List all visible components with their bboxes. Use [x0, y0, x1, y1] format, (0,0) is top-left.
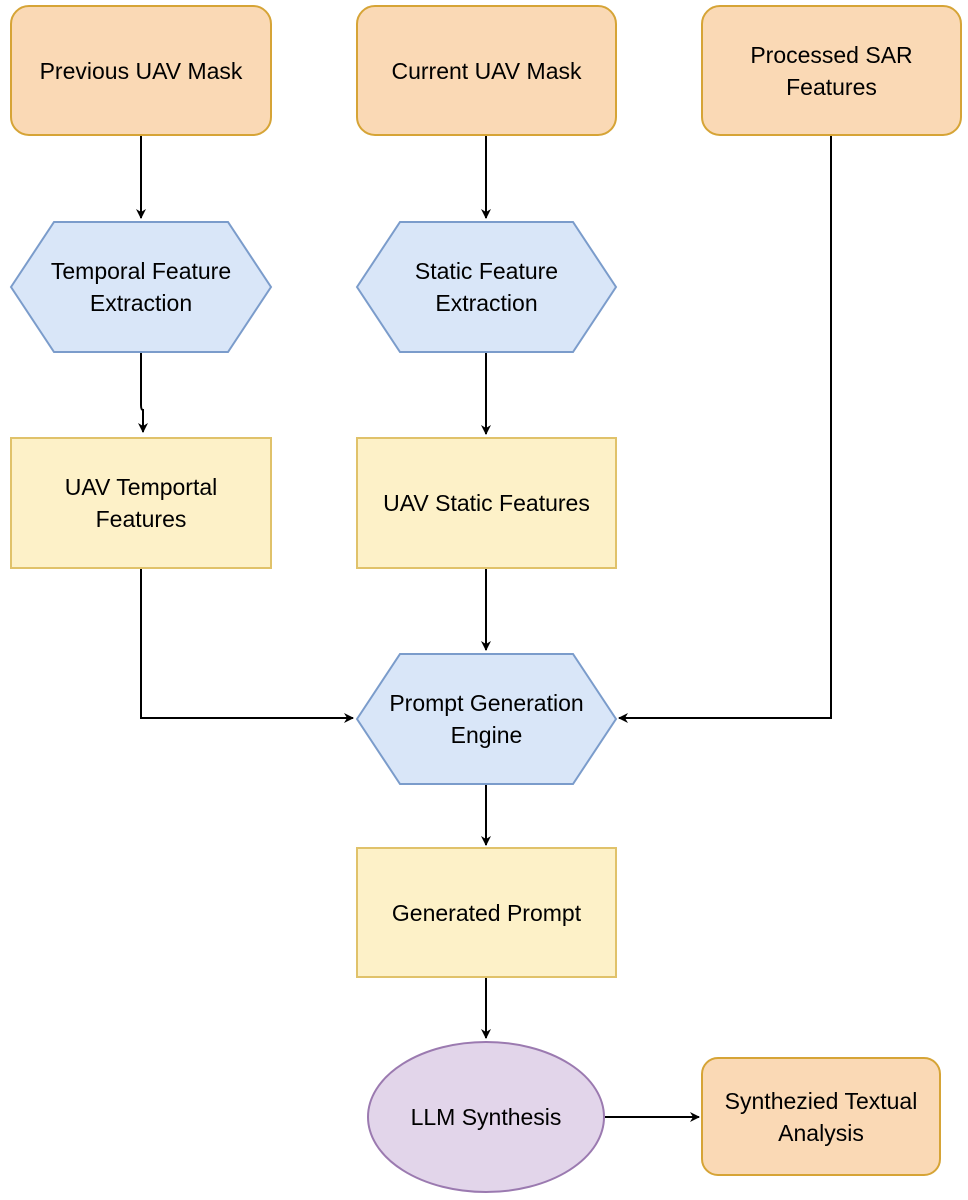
sar-box: [701, 5, 962, 136]
llm-label: LLM Synthesis: [410, 1104, 562, 1130]
sar-label: Processed SAR Features: [750, 41, 913, 100]
temporal-features-label: UAV Temportal Features: [64, 474, 218, 532]
edges: [136, 136, 832, 1122]
static-features-box: [356, 437, 617, 569]
edge-temporal-extract-to-temporal-features: [138, 352, 148, 433]
prompt-engine-label: Prompt Generation Engine: [389, 690, 584, 748]
prev-mask-box: [10, 5, 272, 136]
edge-sar-to-prompt-engine: [618, 136, 832, 723]
static-extract-hexagon: [355, 221, 618, 353]
static-extract-label: Static Feature Extraction: [414, 258, 559, 316]
prompt-engine-hexagon: [355, 653, 618, 785]
temporal-features-box: [10, 437, 272, 569]
llm-ellipse: [367, 1041, 605, 1193]
edge-temporal-features-to-prompt-engine: [140, 568, 354, 723]
static-features-label: UAV Static Features: [383, 490, 590, 516]
generated-prompt-label: Generated Prompt: [391, 899, 582, 926]
curr-mask-box: [356, 5, 617, 136]
temporal-extract-hexagon: [9, 221, 273, 353]
temporal-extract-label: Temporal Feature Extraction: [50, 258, 232, 316]
prev-mask-label: Previous UAV Mask: [39, 57, 243, 84]
generated-prompt-box: [356, 847, 617, 978]
output-label: Synthezied Textual Analysis: [724, 1087, 918, 1146]
curr-mask-label: Current UAV Mask: [391, 57, 582, 84]
output-box: [701, 1057, 941, 1176]
